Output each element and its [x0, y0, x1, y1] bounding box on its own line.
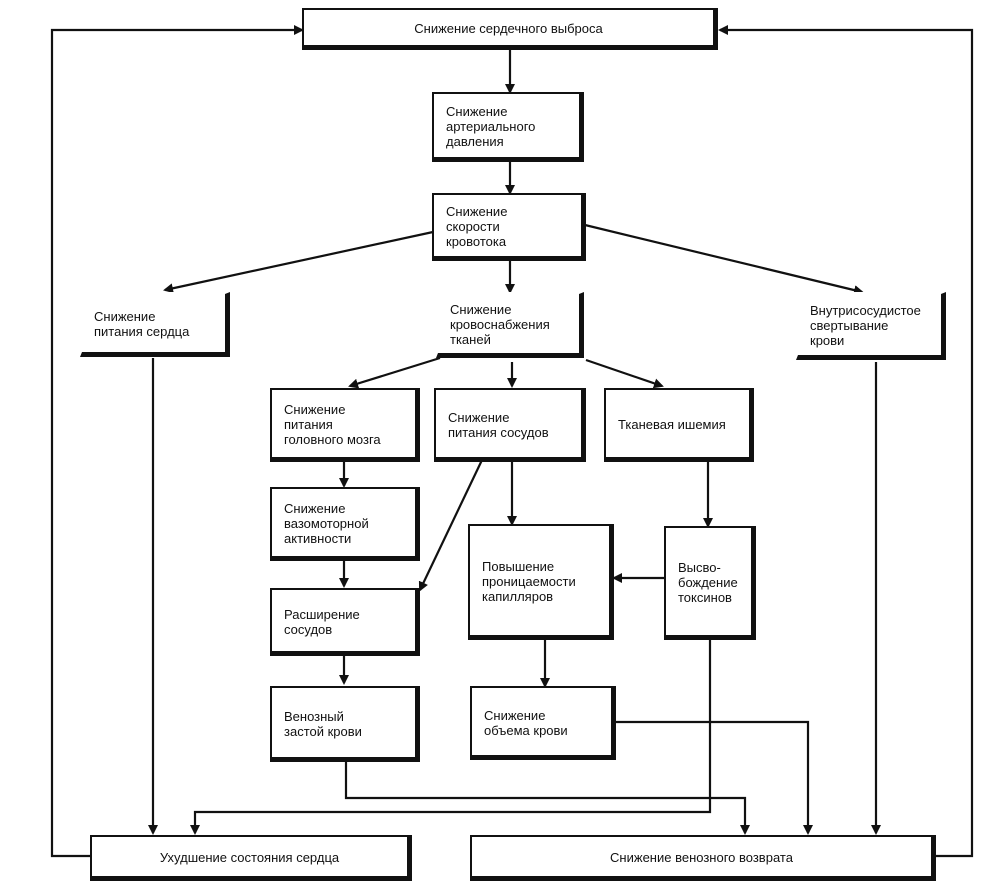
arrow-speed-to-heart-nutrition [163, 230, 434, 294]
arrow-congestion-to-venous-return [344, 760, 750, 835]
node-vasomotor-activity: Снижение вазомоторной активности [270, 487, 420, 561]
node-venous-congestion-label: Венозный застой крови [284, 708, 362, 739]
node-cardiac-output-label: Снижение сердечного выброса [414, 21, 603, 36]
node-venous-return: Снижение венозного возврата [470, 835, 936, 881]
node-intravascular-coagulation: Внутрисосудистое свертывание крови [796, 292, 946, 360]
arrow-tissues-to-brain [348, 356, 441, 389]
arrow-volume-to-venous-return [615, 720, 813, 835]
node-brain-nutrition: Снижение питания головного мозга [270, 388, 420, 462]
node-tissue-ischemia: Тканевая ишемия [604, 388, 754, 462]
arrow-vessels-to-dilation [418, 459, 483, 592]
node-intravascular-coagulation-label: Внутрисосудистое свертывание крови [810, 303, 921, 348]
node-tissue-blood-supply-label: Снижение кровоснабжения тканей [450, 302, 550, 347]
node-heart-condition: Ухудшение состояния сердца [90, 835, 412, 881]
node-venous-congestion: Венозный застой крови [270, 686, 420, 762]
node-vasodilation: Расширение сосудов [270, 588, 420, 656]
node-tissue-ischemia-label: Тканевая ишемия [618, 417, 726, 432]
node-arterial-pressure-label: Снижение артериального давления [446, 104, 536, 149]
node-capillary-permeability: Повышение проницаемости капилляров [468, 524, 614, 640]
node-cardiac-output: Снижение сердечного выброса [302, 8, 718, 50]
node-blood-volume: Снижение объема крови [470, 686, 616, 760]
node-arterial-pressure: Снижение артериального давления [432, 92, 584, 162]
node-heart-nutrition-label: Снижение питания сердца [94, 309, 190, 339]
arrow-speed-to-coagulation [584, 223, 864, 295]
node-vessel-nutrition-label: Снижение питания сосудов [448, 409, 549, 440]
node-venous-return-label: Снижение венозного возврата [610, 850, 793, 865]
node-toxin-release-label: Высво- бождение токсинов [678, 560, 738, 605]
arrow-heart-condition-to-output [50, 25, 304, 858]
node-vessel-nutrition: Снижение питания сосудов [434, 388, 586, 462]
arrow-tissues-to-ischemia [585, 358, 664, 389]
node-vasodilation-label: Расширение сосудов [284, 606, 360, 637]
node-blood-flow-speed-label: Снижение скорости кровотока [446, 204, 508, 249]
node-blood-volume-label: Снижение объема крови [484, 707, 568, 738]
node-vasomotor-activity-label: Снижение вазомоторной активности [284, 501, 369, 546]
node-blood-flow-speed: Снижение скорости кровотока [432, 193, 586, 261]
node-toxin-release: Высво- бождение токсинов [664, 526, 756, 640]
node-capillary-permeability-label: Повышение проницаемости капилляров [482, 559, 576, 604]
node-heart-condition-label: Ухудшение состояния сердца [159, 850, 340, 865]
node-heart-nutrition: Снижение питания сердца [80, 292, 230, 357]
node-brain-nutrition-label: Снижение питания головного мозга [284, 402, 381, 447]
arrow-venous-return-to-output [718, 25, 974, 858]
node-tissue-blood-supply: Снижение кровоснабжения тканей [436, 292, 584, 358]
arrow-toxins-to-heart-condition [190, 640, 712, 835]
